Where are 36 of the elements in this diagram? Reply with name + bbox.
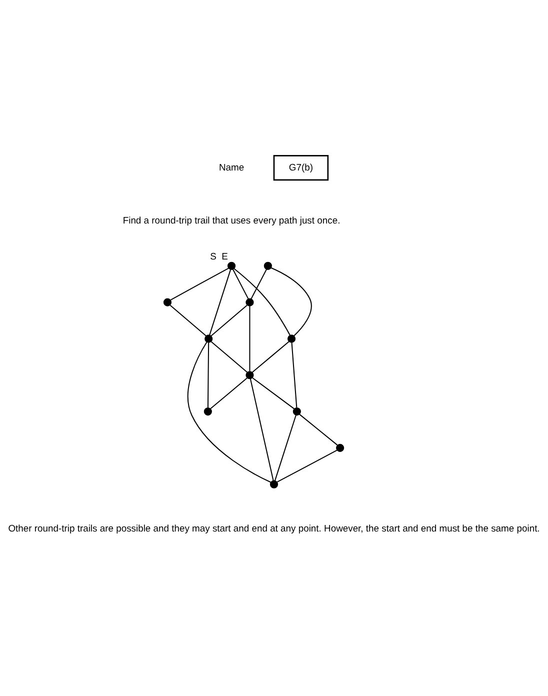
node-circle [246,370,254,379]
connector [291,342,298,408]
connector [270,266,312,336]
node-label: S E [210,250,228,262]
connector [250,268,267,299]
connector [276,449,338,482]
node-circle [287,334,296,342]
connector [207,342,210,408]
connector [252,340,290,372]
connector [170,304,206,336]
node-circle [163,298,172,306]
connector [170,267,229,300]
node-circle [292,406,301,416]
connector [250,378,274,480]
connector [187,341,271,482]
connector [210,304,248,336]
node-circle [227,261,236,270]
node-circle [336,443,344,452]
label: Find a round-trip trail that uses every path just once. [122,214,340,226]
connector [232,268,249,299]
node-circle [204,334,213,342]
node-circle [264,261,272,270]
connector [299,413,338,445]
label: Other round-trip trails are possible and they may start and end at any point. However, the start and end must be the same point. [8,522,540,534]
node-circle [204,406,212,416]
node-box: G7(b) [273,154,329,180]
connector [252,376,294,409]
label: Name [218,160,244,172]
node-circle [270,480,278,488]
connector [210,377,248,409]
connector [234,268,290,335]
connector [210,340,248,372]
connector [249,306,250,371]
node-circle [246,298,254,306]
connector [209,269,232,335]
connector [274,414,296,480]
